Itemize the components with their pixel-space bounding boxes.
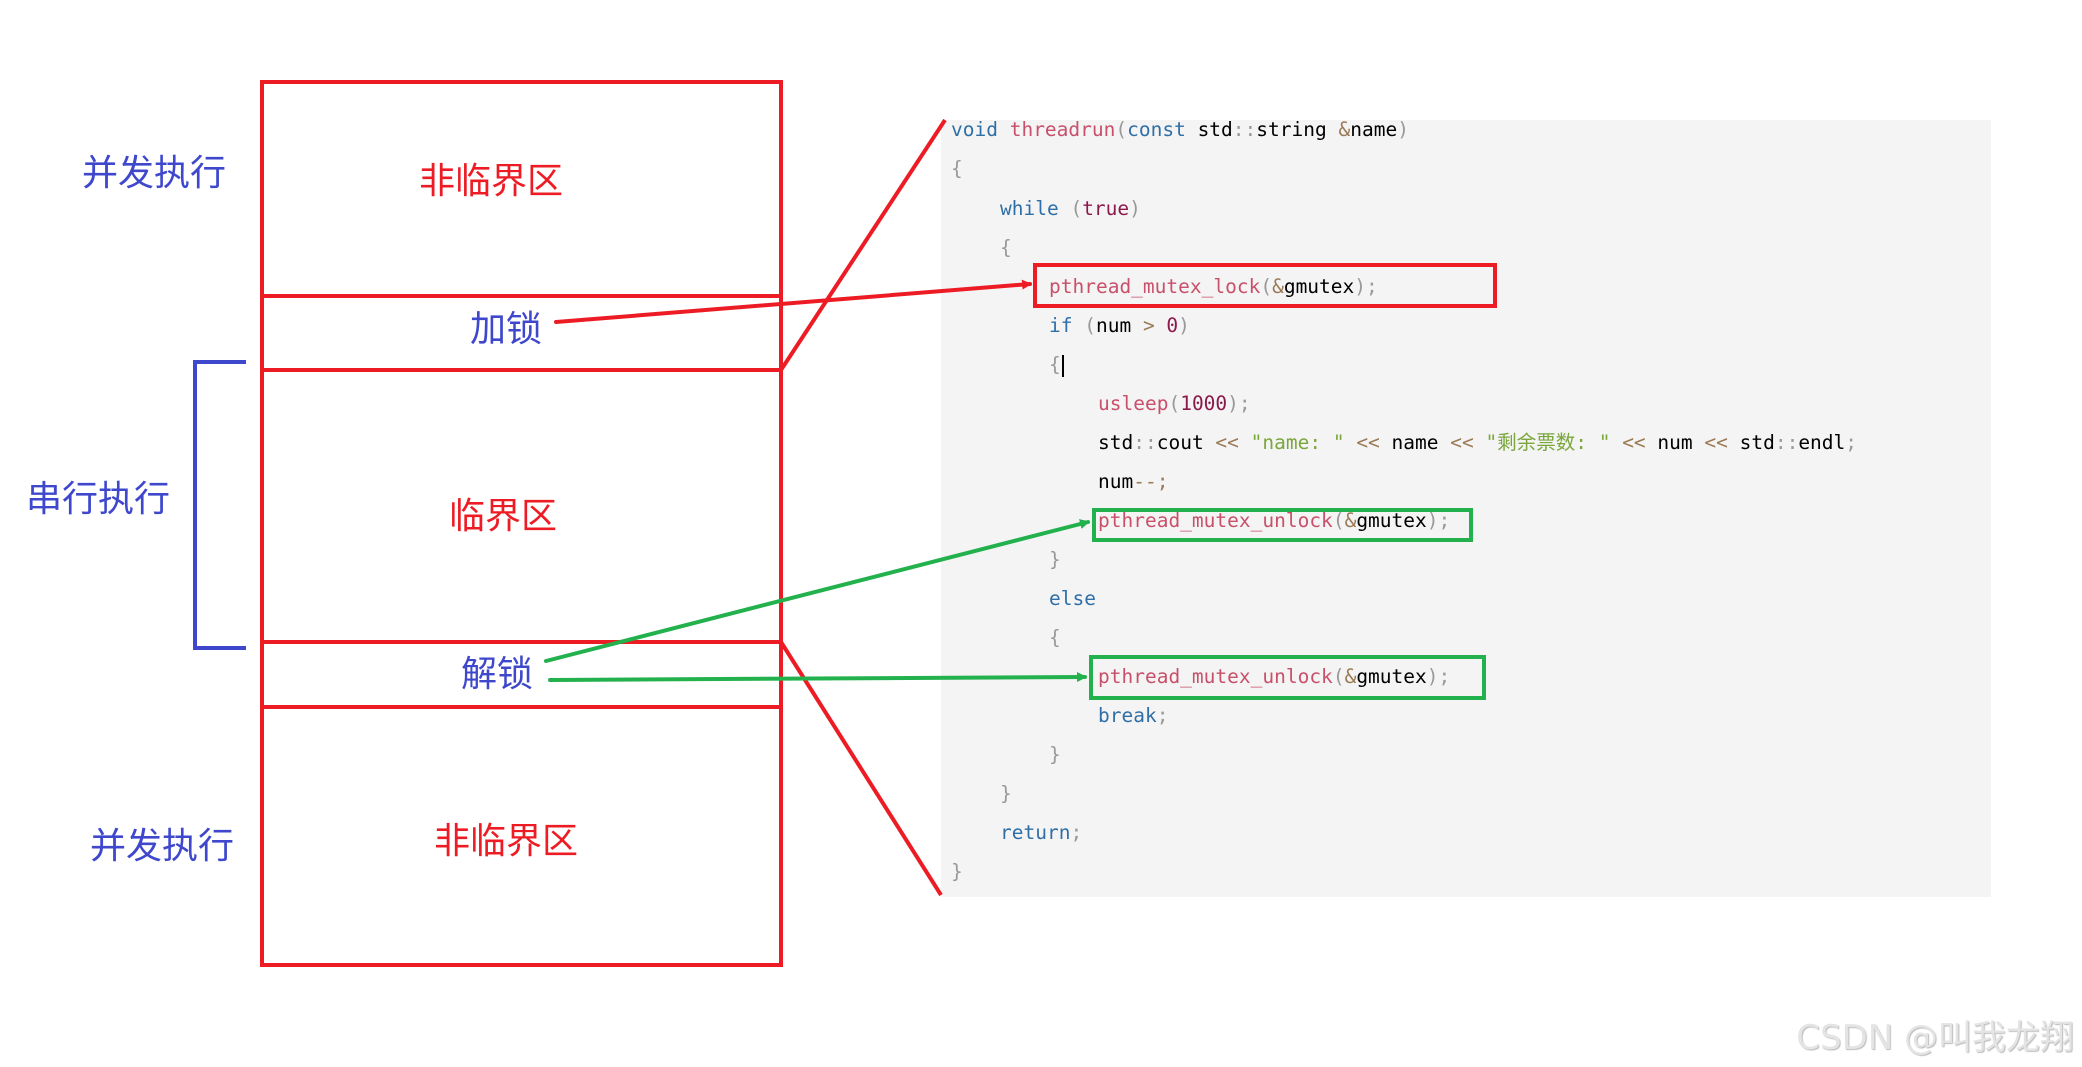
code-line-else: else <box>1049 587 1096 610</box>
code-line-brace-close: } <box>1049 743 1061 766</box>
code-line-if: if (num > 0) <box>1049 314 1190 337</box>
unlock-arrow-2 <box>548 672 1087 683</box>
text-cursor <box>1061 354 1064 377</box>
watermark: CSDN @叫我龙翔 <box>1796 1018 2074 1058</box>
code-line-mutex-unlock-2: pthread_mutex_unlock(&gmutex); <box>1098 665 1451 688</box>
code-line-cout: std::cout << "name: " << name << "剩余票数: … <box>1098 431 1858 454</box>
code-line-mutex-unlock-1: pthread_mutex_unlock(&gmutex); <box>1098 509 1451 532</box>
code-line-function-signature: void threadrun(const std::string &name) <box>951 118 1409 141</box>
code-line-decrement: num--; <box>1098 470 1169 493</box>
code-line-while: while (true) <box>1000 197 1141 220</box>
code-line-usleep: usleep(1000); <box>1098 392 1251 415</box>
code-line-brace-close: } <box>1049 548 1061 571</box>
concurrent-execution-label-bottom: 并发执行 <box>89 826 235 867</box>
concurrent-execution-label-top: 并发执行 <box>81 153 227 194</box>
zoom-line-top <box>779 118 947 372</box>
code-line-brace-open: { <box>951 157 963 180</box>
sections-outer-box <box>260 80 783 967</box>
code-line-brace-open: { <box>1049 352 1064 378</box>
serial-bracket <box>193 360 246 650</box>
unlock-label: 解锁 <box>460 654 534 695</box>
unlock-highlight-box-1 <box>1092 508 1473 542</box>
code-line-break: break; <box>1098 704 1169 727</box>
non-critical-section-label-top: 非临界区 <box>418 161 564 202</box>
code-line-brace-open: { <box>1000 236 1012 259</box>
lock-highlight-box <box>1033 263 1497 308</box>
code-line-brace-close: } <box>951 860 963 883</box>
unlock-arrow-1 <box>544 519 1090 663</box>
code-line-return: return; <box>1000 821 1083 844</box>
lock-arrow <box>554 279 1032 324</box>
zoom-line-bottom <box>779 640 943 897</box>
serial-execution-label: 串行执行 <box>25 479 171 520</box>
critical-section-label: 临界区 <box>448 496 558 537</box>
non-critical-section-label-bottom: 非临界区 <box>433 821 579 862</box>
lock-label: 加锁 <box>469 309 543 350</box>
code-line-brace-close: } <box>1000 782 1012 805</box>
unlock-highlight-box-2 <box>1089 655 1486 700</box>
code-line-mutex-lock: pthread_mutex_lock(&gmutex); <box>1049 275 1378 298</box>
code-line-brace-open: { <box>1049 626 1061 649</box>
